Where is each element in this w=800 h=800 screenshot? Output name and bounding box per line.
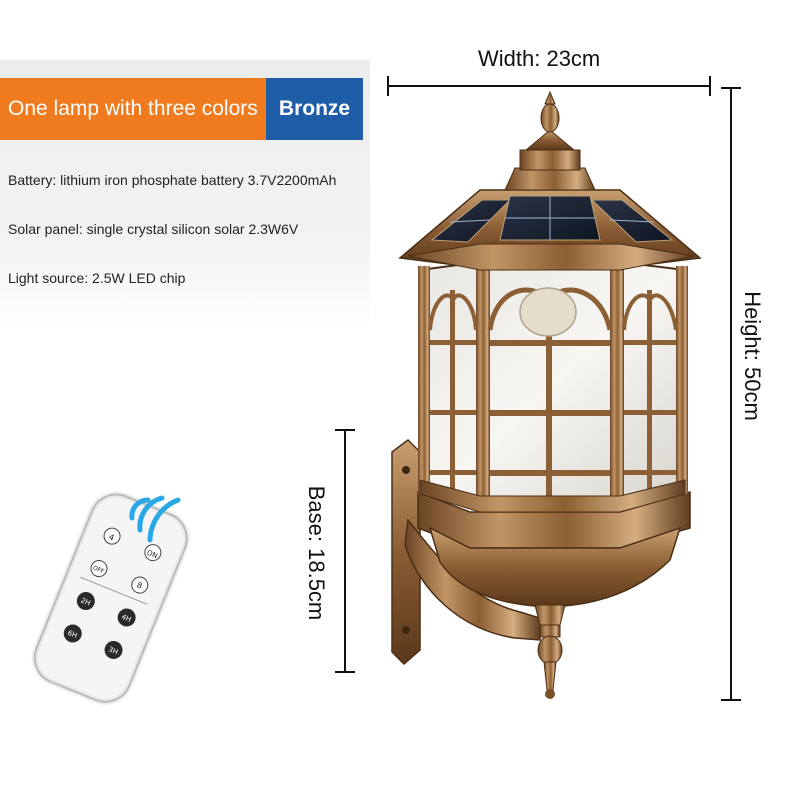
remote-button-label: 2H bbox=[79, 596, 91, 607]
remote-button-label: ON bbox=[146, 549, 159, 560]
remote-button-label: 6H bbox=[66, 629, 78, 640]
color-option-label: One lamp with three colors bbox=[0, 78, 266, 140]
led-bulb bbox=[519, 287, 577, 337]
base-dimension-line bbox=[335, 429, 355, 673]
remote-button-label: 8 bbox=[136, 580, 144, 590]
height-dimension-label: Height: 50cm bbox=[740, 291, 765, 421]
wireless-signal-icon bbox=[129, 495, 181, 543]
remote-button-label: OFF bbox=[92, 565, 106, 576]
lamp-glass-cage bbox=[418, 261, 688, 513]
lamp-roof bbox=[398, 90, 702, 271]
solar-panel bbox=[430, 195, 674, 243]
battery-spec: Battery: lithium iron phosphate battery … bbox=[8, 172, 337, 188]
width-dimension-line bbox=[387, 76, 711, 96]
color-option-banner: One lamp with three colors Bronze bbox=[0, 78, 363, 140]
base-dimension-label: Base: 18.5cm bbox=[304, 485, 329, 621]
lamp-base-body bbox=[417, 490, 691, 699]
remote-button-label: 4H bbox=[120, 613, 132, 624]
remote-button-label: 4 bbox=[107, 532, 115, 542]
finish-label: Bronze bbox=[266, 78, 363, 140]
solar-panel-spec: Solar panel: single crystal silicon sola… bbox=[8, 221, 299, 237]
remote-button-label: 3H bbox=[107, 645, 119, 656]
width-dimension-label: Width: 23cm bbox=[478, 46, 601, 71]
light-source-spec: Light source: 2.5W LED chip bbox=[8, 270, 186, 286]
height-dimension-line bbox=[721, 87, 741, 701]
remote-control-icon: 4 ON OFF 8 2H 4H 6H 3H bbox=[31, 491, 190, 705]
